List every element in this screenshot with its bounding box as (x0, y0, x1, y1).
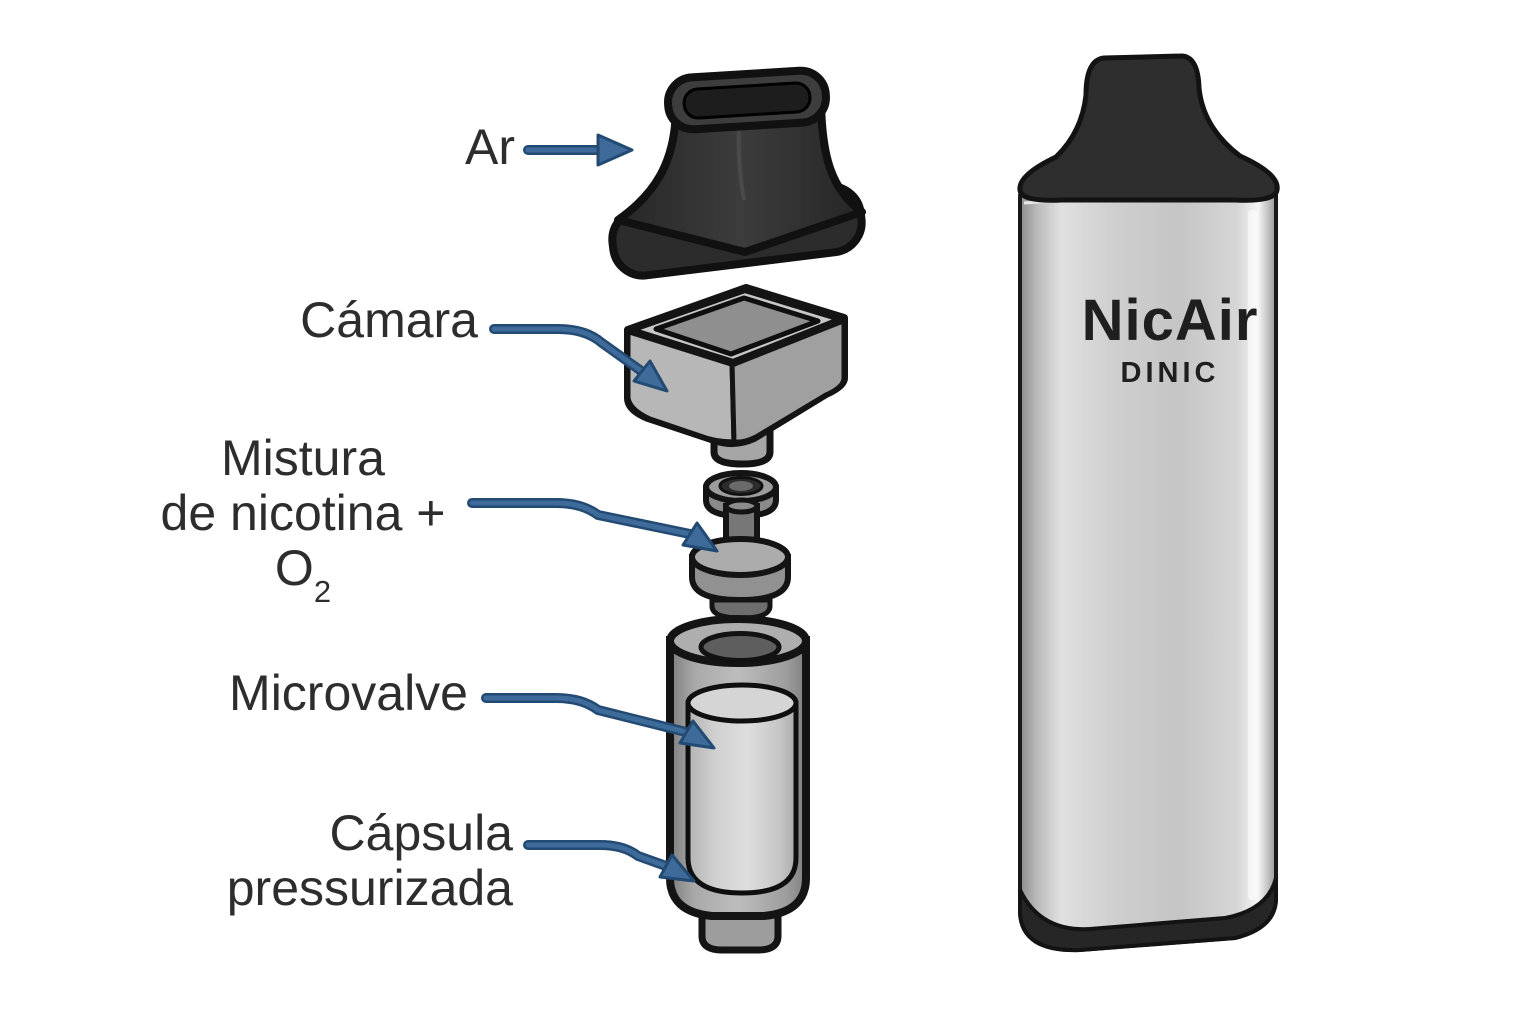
capsule-illustration (666, 615, 810, 954)
device-base (1018, 877, 1278, 953)
oxygen-subscript: 2 (313, 573, 332, 609)
label-capsule: Cápsula pressurizada (163, 806, 513, 916)
chamber-illustration (624, 284, 848, 468)
label-air-text: Ar (465, 119, 515, 175)
chamber-arrow (489, 324, 669, 393)
label-capsule-line2: pressurizada (226, 860, 513, 916)
capsule-arrow (523, 840, 696, 883)
label-capsule-line1: Cápsula (329, 805, 513, 861)
device-mouthpiece (1017, 53, 1280, 203)
label-microvalve: Microvalve (150, 666, 468, 721)
label-microvalve-text: Microvalve (229, 665, 468, 721)
valve-stem-illustration (689, 497, 791, 621)
microvalve-inner-cylinder (685, 682, 799, 896)
label-air: Ar (400, 120, 515, 175)
device-model-text: DINIC (1120, 357, 1220, 389)
device-brand-text: NicAir (1081, 288, 1259, 353)
label-chamber-text: Cámara (300, 292, 478, 348)
label-chamber: Cámara (250, 293, 478, 348)
assembled-device-illustration (1017, 53, 1280, 953)
label-mixture-line2: de nicotina + O2 (160, 485, 446, 609)
label-mixture-line1: Mistura (221, 430, 385, 486)
mouthpiece-illustration (608, 66, 866, 280)
mixture-arrow (467, 498, 719, 553)
air-arrow (523, 133, 634, 167)
microvalve-arrow (481, 693, 716, 750)
label-mixture: Mistura de nicotina + O2 (128, 430, 478, 609)
